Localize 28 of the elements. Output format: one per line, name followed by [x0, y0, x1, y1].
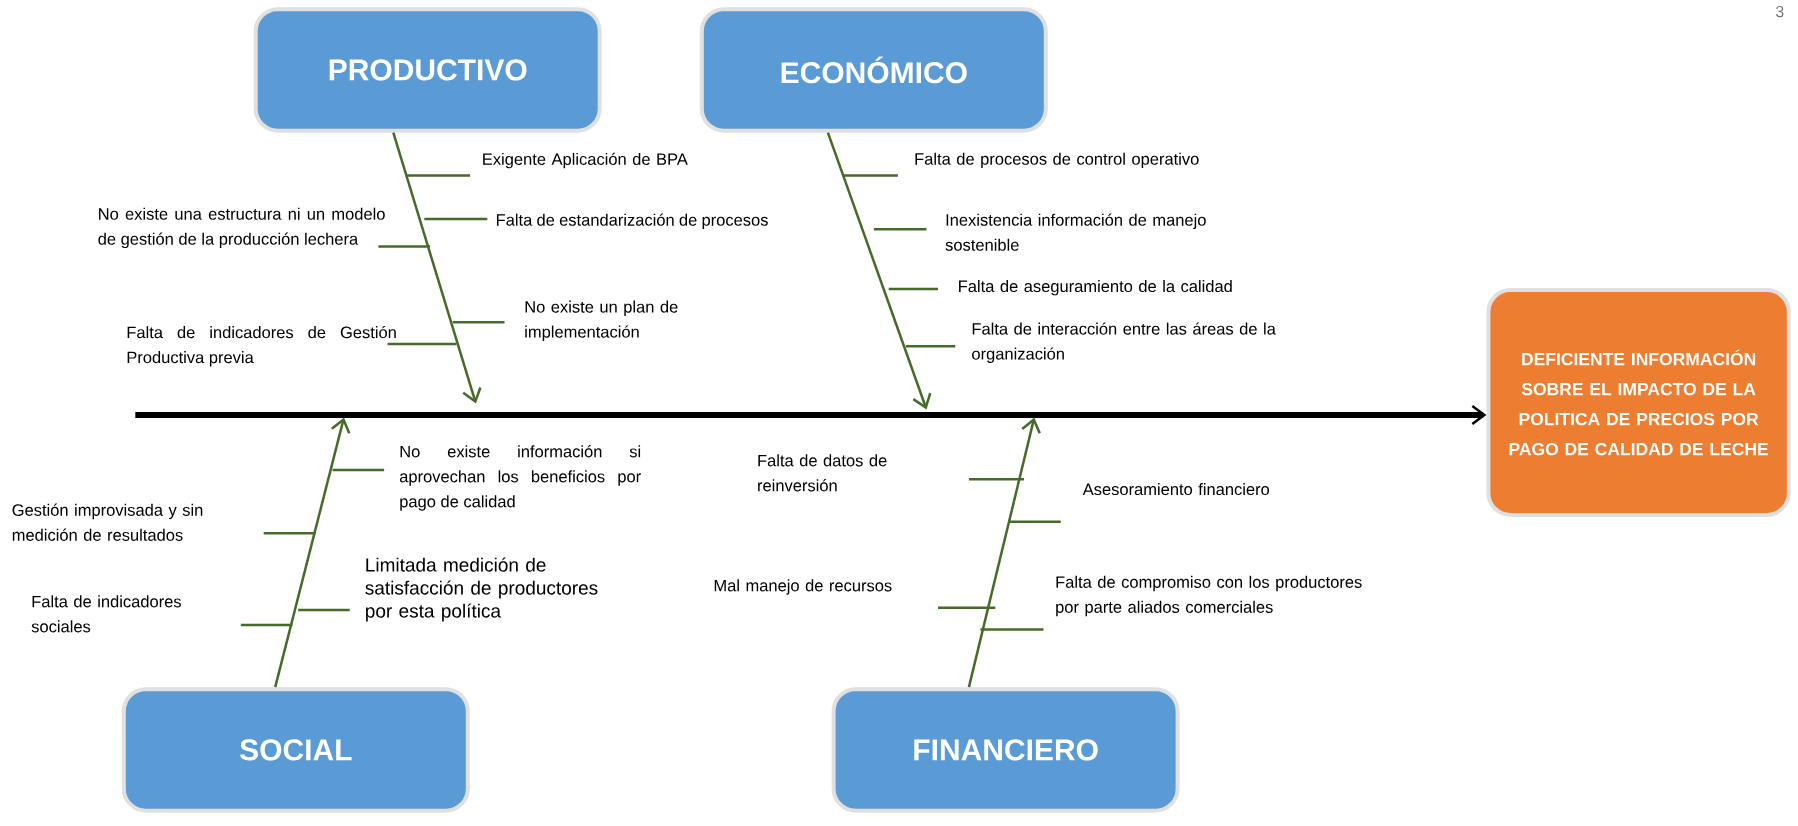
cause-text: Mal manejo de recursos: [714, 579, 892, 595]
cause-text: Gestión improvisada y sin medición de resultados: [12, 503, 203, 541]
cause-text: Falta de interacción entre las áreas de la organización: [972, 322, 1276, 363]
cause-text: No existe una estructura ni un modelo de gestión de la producción lechera: [98, 207, 385, 249]
category-box: SOCIAL: [121, 687, 470, 813]
bone-arrow: [274, 417, 351, 688]
cause-text: Limitada medición de satisfacción de productores por esta política: [365, 557, 598, 622]
cause-text: Falta de indicadores de Gestión Productiva previa: [127, 325, 396, 367]
bone-arrow: [826, 132, 932, 410]
cause-text: Falta de estandarización de procesos: [496, 213, 768, 230]
page-number: 3: [1775, 5, 1784, 18]
effect-box: DEFICIENTE INFORMACIÓN SOBRE EL IMPACTO DE LA POLITICA DE PRECIOS POR PAGO DE CALIDAD DE LECHE: [1486, 288, 1791, 517]
bone-arrow: [967, 417, 1041, 688]
spine-arrow: [135, 405, 1487, 426]
cause-text: Falta de compromiso con los productores por parte aliados comerciales: [1056, 575, 1362, 617]
cause-text: No existe un plan de implementación: [525, 300, 678, 341]
category-box: FINANCIERO: [831, 687, 1180, 813]
cause-text: Falta de aseguramiento de la calidad: [959, 280, 1232, 296]
category-box: PRODUCTIVO: [253, 7, 602, 133]
cause-text: Falta de indicadores sociales: [31, 595, 181, 633]
cause-text: Exigente Aplicación de BPA: [483, 152, 688, 169]
cause-text: Inexistencia información de manejo sostenible: [945, 213, 1206, 251]
bone-arrow: [392, 132, 482, 404]
cause-text: Falta de datos de reinversión: [758, 454, 887, 492]
cause-text: Falta de procesos de control operativo: [915, 152, 1199, 169]
category-box: ECONÓMICO: [699, 7, 1048, 133]
cause-text: Asesoramiento financiero: [1082, 483, 1270, 496]
cause-text: No existe información si aprovechan los beneficios por pago de calidad: [399, 445, 641, 511]
